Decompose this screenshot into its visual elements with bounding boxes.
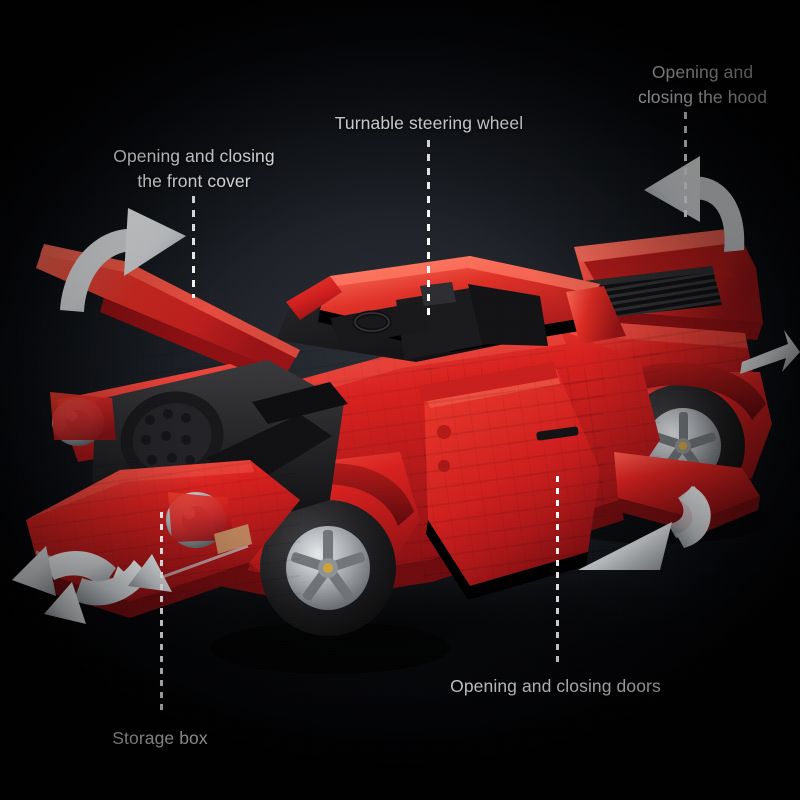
annotation-label-hood: Opening and closing the hood: [637, 62, 768, 107]
annotation-label-front-cover: Opening and closing the front cover: [113, 146, 275, 191]
leader-line-doors: [556, 476, 559, 664]
open-door-panel: [418, 362, 604, 600]
annotation-label-doors: Opening and closing doors: [450, 676, 661, 696]
leader-line-storage-box: [160, 512, 163, 712]
leader-line-steering-wheel: [427, 140, 430, 315]
leader-line-front-cover: [192, 196, 195, 298]
annotation-label-storage-box: Storage box: [112, 728, 208, 748]
leader-line-hood: [684, 112, 687, 224]
annotation-label-steering-wheel: Turnable steering wheel: [334, 113, 524, 133]
